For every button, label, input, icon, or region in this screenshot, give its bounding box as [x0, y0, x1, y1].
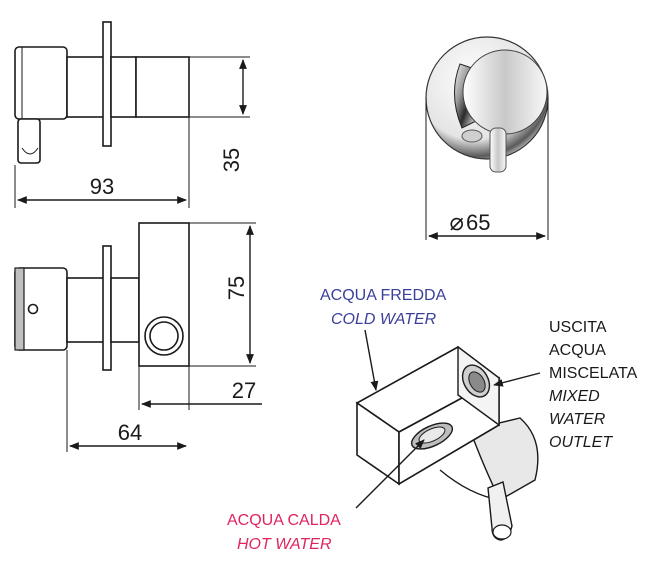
- dim-height-front: 75: [224, 276, 249, 300]
- set-screw: [27, 303, 39, 315]
- dim-width-total: 93: [90, 174, 114, 199]
- lever-front: [489, 127, 507, 173]
- label-outlet-en-3: OUTLET: [549, 434, 613, 451]
- label-outlet-it-3: MISCELATA: [549, 365, 638, 382]
- sleeve: [66, 56, 106, 118]
- label-outlet-it-2: ACQUA: [549, 342, 606, 359]
- label-cold-it: ACQUA FREDDA: [320, 287, 447, 304]
- outlet-leader: [493, 372, 541, 387]
- body-cylinder: [469, 417, 539, 501]
- label-hot-it: ACQUA CALDA: [227, 512, 341, 529]
- dim-diameter: 65: [466, 210, 490, 235]
- handle-cap: [462, 49, 548, 135]
- label-cold-en: COLD WATER: [331, 311, 437, 328]
- wall-plate: [102, 21, 112, 147]
- side-view: 35 93: [14, 21, 250, 208]
- dim-diameter-symbol: ⌀: [450, 209, 464, 236]
- dim-depth-outlet: 27: [232, 378, 256, 403]
- label-hot-en: HOT WATER: [237, 536, 332, 553]
- handle-body: [14, 46, 68, 120]
- hot-leader: [355, 439, 425, 509]
- dim-depth-body: 64: [118, 420, 142, 445]
- front-view: ⌀ 65: [425, 36, 549, 240]
- cold-leader: [364, 329, 379, 391]
- isometric-view: [355, 329, 541, 541]
- label-outlet-en-1: MIXED: [549, 388, 600, 405]
- valve-body: [135, 56, 190, 118]
- label-outlet-en-2: WATER: [549, 411, 606, 428]
- side-view-outlet: 75 27 64: [14, 222, 262, 452]
- label-outlet-it-1: USCITA: [549, 319, 607, 336]
- lever: [17, 118, 41, 164]
- labels: ACQUA FREDDA COLD WATER USCITA ACQUA MIS…: [227, 287, 638, 553]
- dim-height-side: 35: [219, 148, 244, 172]
